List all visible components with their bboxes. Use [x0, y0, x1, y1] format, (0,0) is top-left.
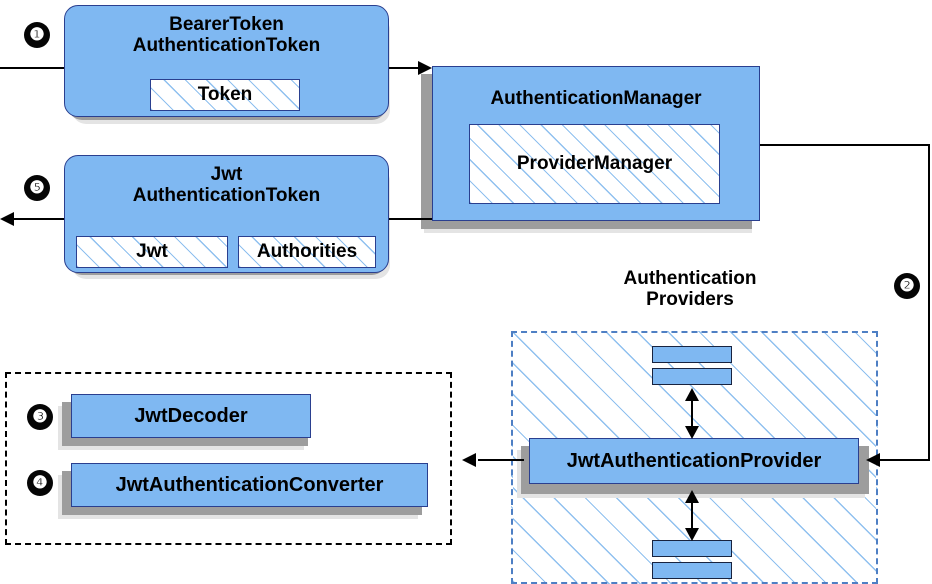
provider-stub-bar-bottom-2: [652, 562, 732, 579]
group-jwt-support-components: [5, 372, 452, 545]
jwt-provider-title: JwtAuthenticationProvider: [566, 449, 822, 472]
bearer-token-title-line1: BearerToken: [169, 14, 284, 35]
field-provider-manager[interactable]: ProviderManager: [469, 124, 720, 204]
field-provider-manager-label: ProviderManager: [516, 153, 673, 174]
arrowhead-provider-to-support-group: [462, 453, 476, 467]
flow-line-right-vertical-segment: [928, 144, 930, 461]
step-badge-4: ❹: [27, 470, 53, 496]
field-jwt-label: Jwt: [136, 241, 168, 262]
field-bearer-token[interactable]: Token: [150, 79, 300, 111]
arrowhead-provider-link-bottom-down: [685, 528, 699, 541]
arrowhead-provider-link-bottom-up: [685, 490, 699, 503]
jwt-decoder-title: JwtDecoder: [134, 404, 248, 427]
provider-link-line-bottom: [691, 497, 693, 537]
arrowhead-provider-link-top-up: [685, 388, 699, 401]
flow-line-manager-to-jwt-token: [389, 218, 433, 220]
node-jwt-authentication-converter[interactable]: JwtAuthenticationConverter: [71, 463, 428, 507]
arrowhead-token-to-manager: [418, 61, 432, 75]
flow-line-manager-right-segment: [759, 144, 930, 146]
provider-link-line-top: [691, 395, 693, 435]
provider-stub-bar-top-1: [652, 346, 732, 363]
flow-line-token-to-manager: [389, 67, 421, 69]
field-authorities[interactable]: Authorities: [238, 236, 376, 268]
step-badge-2: ❷: [894, 273, 920, 299]
providers-region-label: Authentication Providers: [575, 268, 805, 311]
field-bearer-token-label: Token: [197, 84, 253, 105]
provider-stub-bar-top-2: [652, 368, 732, 385]
providers-label-line2: Providers: [646, 289, 734, 311]
provider-stub-bar-bottom-1: [652, 540, 732, 557]
node-jwt-decoder[interactable]: JwtDecoder: [71, 394, 311, 438]
authentication-manager-title: AuthenticationManager: [490, 88, 702, 109]
flow-line-provider-to-support-group: [478, 459, 524, 461]
flow-line-into-provider-segment: [880, 459, 930, 461]
jwt-token-title-line1: Jwt: [210, 164, 243, 185]
node-jwt-authentication-provider[interactable]: JwtAuthenticationProvider: [529, 438, 859, 484]
jwt-converter-title: JwtAuthenticationConverter: [115, 473, 384, 496]
arrowhead-response-out: [0, 212, 14, 226]
flow-line-response-out: [14, 218, 66, 220]
step-badge-3: ❸: [27, 404, 53, 430]
arrowhead-provider-link-top-down: [685, 426, 699, 439]
field-authorities-label: Authorities: [256, 241, 358, 262]
providers-label-line1: Authentication: [623, 268, 757, 289]
arrowhead-into-jwt-provider: [866, 453, 880, 467]
jwt-token-title-line2: AuthenticationToken: [132, 184, 321, 206]
step-badge-5: ❺: [24, 175, 50, 201]
flow-line-request-in: [0, 67, 66, 69]
bearer-token-title-line2: AuthenticationToken: [132, 34, 321, 56]
step-badge-1: ❶: [24, 22, 50, 48]
field-jwt[interactable]: Jwt: [76, 236, 228, 268]
